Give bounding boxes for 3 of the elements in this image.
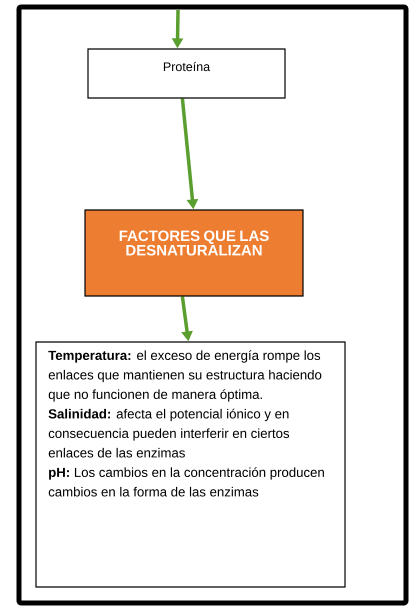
description-box: Temperatura: el exceso de energía rompe los enlaces que mantienen su estructura haciendo que no funcionen de manera óptima. Salinidad: afecta el potencial iónico y en consecuencia pueden interferir en ciertos enlaces de las enzimas pH: Los cambios en la concentración producen cambios en la forma de las enzimas <box>35 341 346 588</box>
process-box: Proteína <box>87 48 286 99</box>
factor-box: FACTORES QUE LAS DESNATURALIZAN <box>84 209 304 297</box>
